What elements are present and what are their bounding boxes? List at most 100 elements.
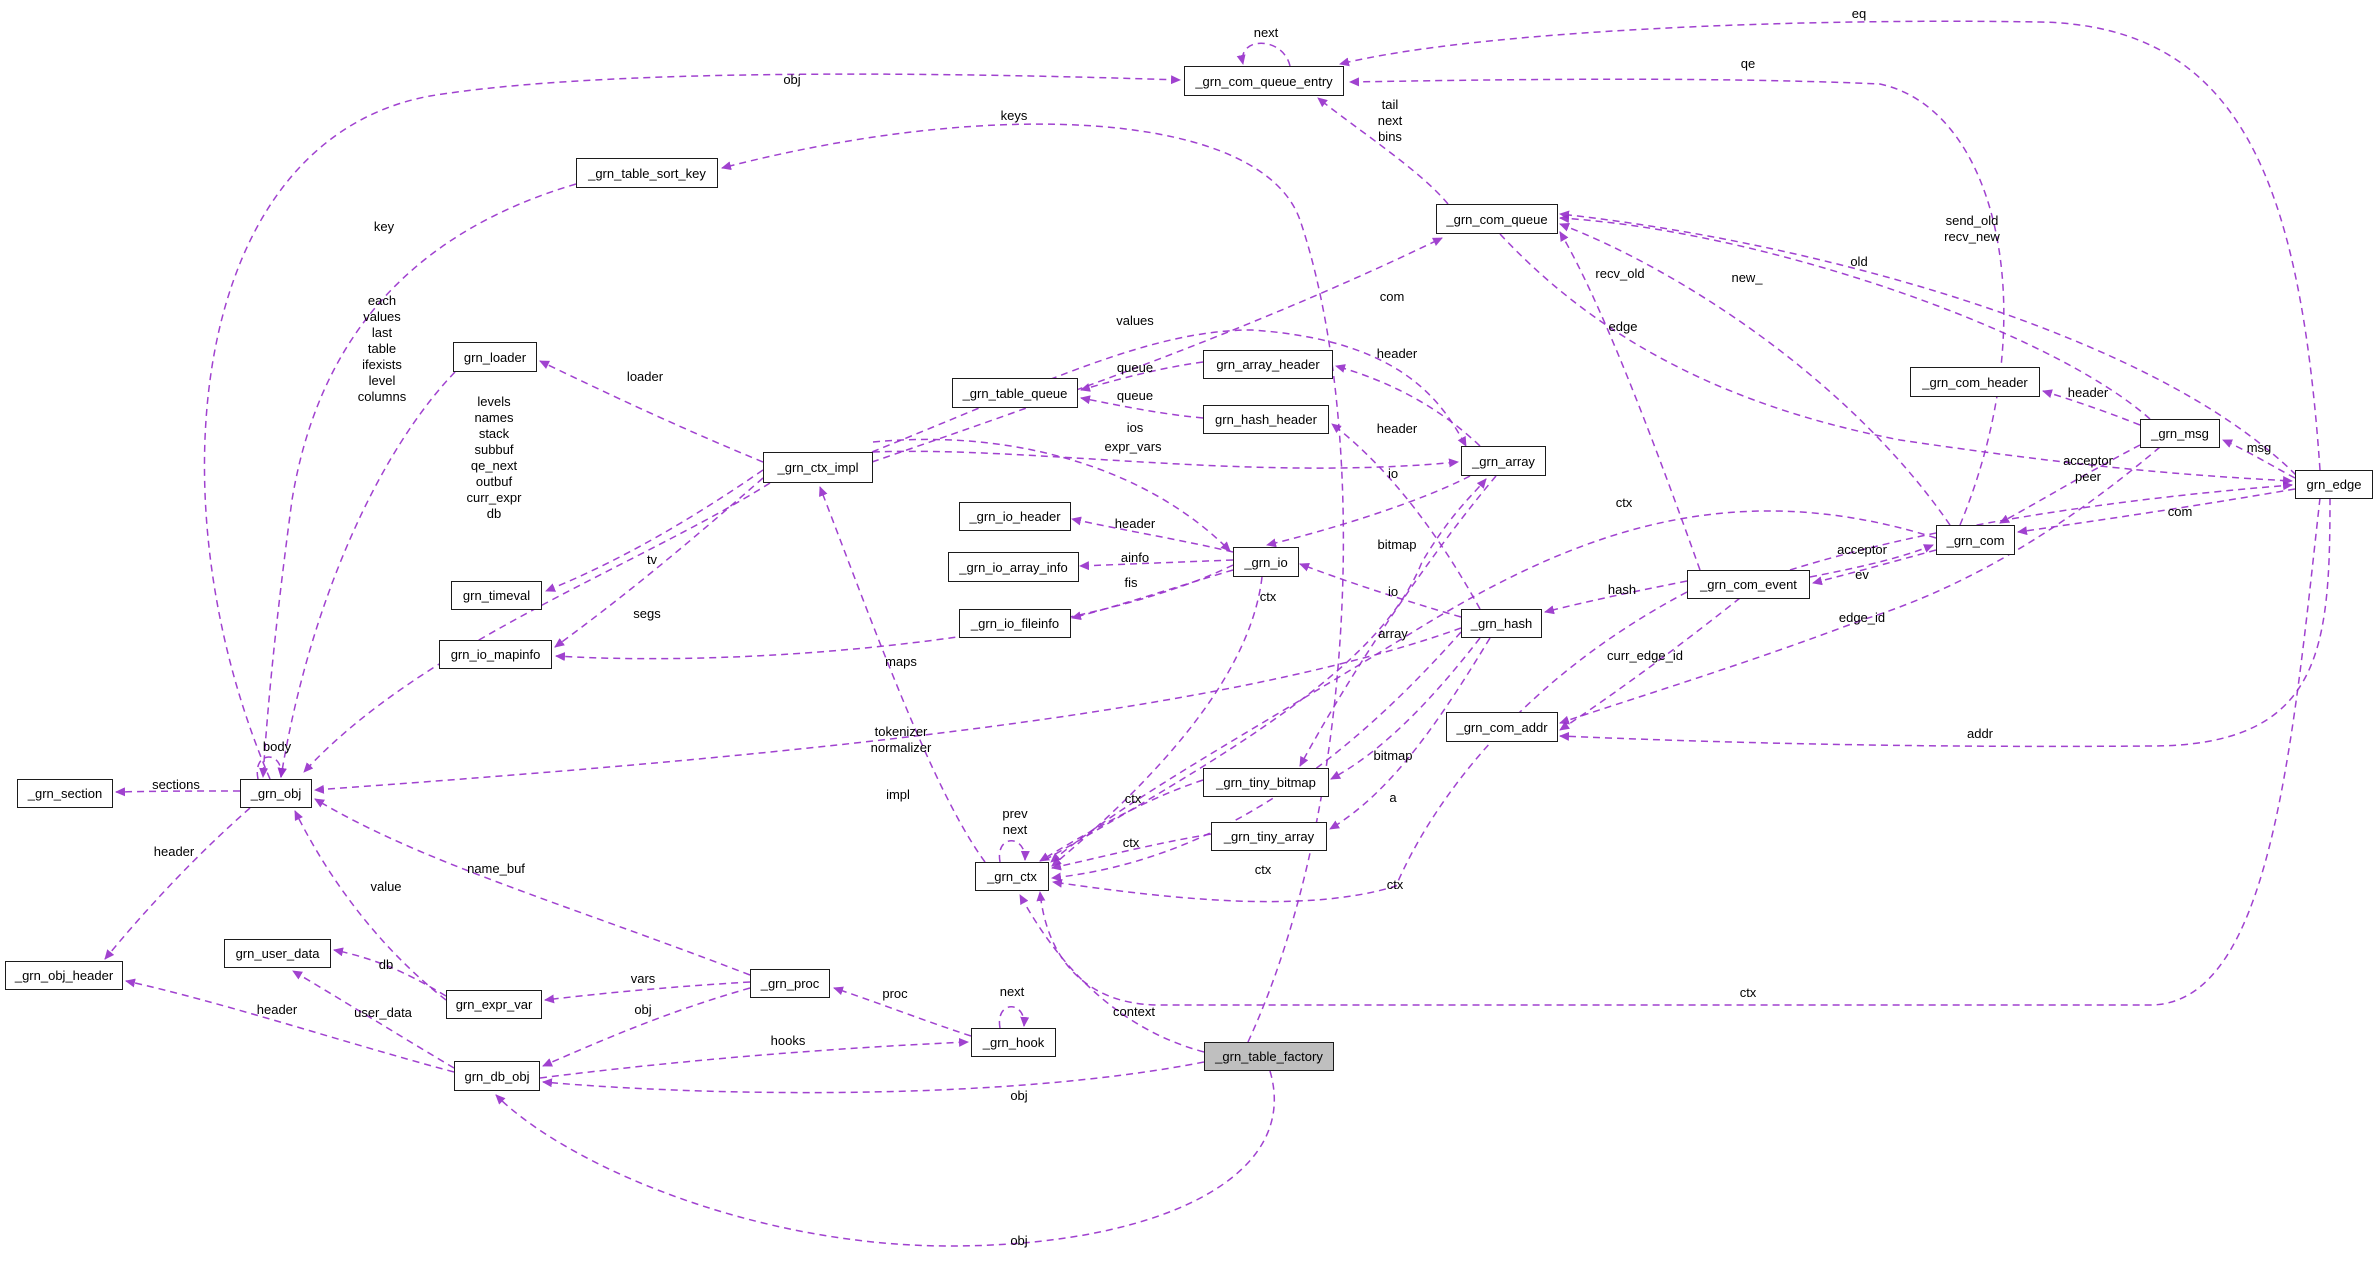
node-grn-io-mapinfo[interactable]: grn_io_mapinfo: [439, 640, 552, 669]
edge-label-expr-vars-22: expr_vars: [1104, 439, 1162, 454]
node-grn-com-event[interactable]: _grn_com_event: [1687, 570, 1810, 599]
edge-label-values-12: values: [1116, 313, 1154, 328]
edge-vars: [544, 981, 751, 1004]
edge-label-qe-3: qe: [1740, 56, 1756, 71]
edge-label-com-11: com: [1379, 289, 1405, 304]
node-grn-user-data[interactable]: grn_user_data: [224, 939, 331, 968]
edge-expr-vars: [872, 450, 1459, 469]
edge-label-ctx-61: ctx: [1739, 985, 1757, 1000]
node-grn-tiny-bitmap[interactable]: _grn_tiny_bitmap: [1203, 768, 1329, 797]
node-grn-com-header[interactable]: _grn_com_header: [1910, 367, 2040, 397]
edge-curr-edge-id: [1559, 597, 1741, 731]
edge-a: [1329, 637, 1491, 830]
edge-label-tv-31: tv: [646, 552, 658, 567]
node-grn-com-queue-entry[interactable]: _grn_com_queue_entry: [1184, 66, 1344, 96]
edge-label-key-6: key: [373, 219, 395, 234]
edge-db: [333, 947, 447, 997]
edge-send-old-recv-new: [1559, 214, 2151, 420]
node-grn-loader[interactable]: grn_loader: [453, 342, 537, 372]
edge-segs: [554, 477, 764, 648]
edge-label-send-old-7: send_old recv_new: [1944, 213, 2000, 244]
node-grn-io[interactable]: _grn_io: [1233, 547, 1299, 577]
edge-ctx-com: [1050, 510, 1937, 863]
edge-impl: [819, 486, 986, 863]
edge-label-eq-2: eq: [1851, 6, 1867, 21]
node-grn-ctx-impl[interactable]: _grn_ctx_impl: [763, 452, 873, 483]
node-grn-edge[interactable]: grn_edge: [2295, 470, 2373, 499]
edge-label-io-23: io: [1387, 466, 1399, 481]
edge-header-msg: [2042, 389, 2141, 426]
node-grn-hash[interactable]: _grn_hash: [1461, 609, 1542, 638]
edge-ctx-tiny-bitmap: [1039, 779, 1204, 862]
node-grn-obj-header[interactable]: _grn_obj_header: [5, 961, 123, 990]
node-grn-com[interactable]: _grn_com: [1936, 525, 2015, 555]
edge-label-next-0: next: [1253, 25, 1279, 40]
edge-bitmap-array: [1299, 475, 1497, 767]
node-grn-ctx[interactable]: _grn_ctx: [975, 862, 1049, 891]
node-grn-io-header[interactable]: _grn_io_header: [959, 502, 1071, 531]
node-grn-array[interactable]: _grn_array: [1461, 446, 1546, 476]
edge-label-header-21: header: [1376, 421, 1418, 436]
node-grn-table-factory[interactable]: _grn_table_factory: [1204, 1042, 1334, 1071]
node-grn-proc[interactable]: _grn_proc: [750, 969, 830, 998]
edge-label-ctx-53: ctx: [1122, 835, 1140, 850]
edge-event-edge: [1789, 481, 2293, 571]
edge-label-ev-39: ev: [1855, 567, 1869, 582]
node-grn-db-obj[interactable]: grn_db_obj: [454, 1061, 540, 1091]
edge-obj-to-queue-entry: [203, 73, 1181, 780]
edge-label-header-54: header: [153, 844, 195, 859]
edge-com-edge-com: [2017, 488, 2296, 536]
node-grn-com-queue[interactable]: _grn_com_queue: [1436, 204, 1558, 234]
edge-label-curr-edge-id-42: curr_edge_id: [1607, 648, 1683, 663]
edge-value: [294, 810, 447, 1001]
edge-label-hooks-68: hooks: [770, 1033, 806, 1048]
node-grn-expr-var[interactable]: grn_expr_var: [446, 990, 542, 1019]
edge-label-tail-5: tail next bins: [1377, 97, 1403, 144]
node-grn-table-sort-key[interactable]: _grn_table_sort_key: [576, 158, 718, 188]
edge-header-io: [1071, 516, 1234, 553]
edge-obj-factory-dbobj: [542, 1061, 1205, 1094]
edge-label-hash-35: hash: [1607, 582, 1637, 597]
edge-recv-old: [1559, 231, 1701, 571]
node-grn-hash-header[interactable]: grn_hash_header: [1203, 405, 1329, 434]
node-grn-array-header[interactable]: grn_array_header: [1203, 350, 1333, 379]
edge-ctx-tiny-array: [1051, 833, 1212, 871]
edge-context: [1019, 894, 1205, 1053]
node-grn-hook[interactable]: _grn_hook: [971, 1028, 1056, 1057]
edge-edge-queue-edge: [1499, 233, 2293, 485]
edge-queue-1: [1080, 361, 1204, 392]
edge-ctx-edge-long: [1036, 497, 2321, 1006]
edge-header-array: [1335, 364, 1481, 447]
node-grn-tiny-array[interactable]: _grn_tiny_array: [1211, 822, 1327, 851]
edge-qe: [1349, 77, 2005, 526]
node-grn-section[interactable]: _grn_section: [17, 779, 113, 808]
edge-label-obj-1: obj: [783, 72, 801, 87]
edge-ctx-hash: [1051, 631, 1462, 882]
node-grn-com-addr[interactable]: _grn_com_addr: [1446, 712, 1558, 742]
edge-label-obj-69: obj: [1010, 1088, 1028, 1103]
edge-label-ctx-36: ctx: [1259, 589, 1277, 604]
edge-label-tokenizer-46: tokenizer normalizer: [870, 724, 932, 755]
edge-label-user-data-64: user_data: [354, 1005, 412, 1020]
edge-label-ios-20: ios: [1126, 420, 1144, 435]
node-grn-obj[interactable]: _grn_obj: [240, 779, 312, 808]
edge-label-ctx-28: ctx: [1615, 495, 1633, 510]
node-grn-table-queue[interactable]: _grn_table_queue: [952, 378, 1078, 408]
edge-keys: [721, 123, 1345, 1043]
node-grn-timeval[interactable]: grn_timeval: [451, 581, 542, 610]
edge-label-old-8: old: [1850, 254, 1868, 269]
edge-label-db-59: db: [378, 957, 394, 972]
edge-label-new--9: new_: [1731, 270, 1763, 285]
edge-tail-next-bins: [1317, 97, 1449, 205]
edge-obj-bottom: [495, 1070, 1276, 1247]
edge-ios: [872, 438, 1231, 552]
node-grn-io-array-info[interactable]: _grn_io_array_info: [948, 552, 1079, 582]
edge-loader: [539, 360, 764, 463]
node-grn-io-fileinfo[interactable]: _grn_io_fileinfo: [959, 609, 1071, 638]
node-grn-msg[interactable]: _grn_msg: [2140, 419, 2220, 448]
edge-label-bitmap-30: bitmap: [1377, 537, 1417, 552]
edge-label-queue-18: queue: [1116, 388, 1154, 403]
edge-queue-2: [1080, 395, 1204, 419]
edge-label-edge-id-40: edge_id: [1838, 610, 1886, 625]
edge-label-impl-50: impl: [886, 787, 910, 802]
